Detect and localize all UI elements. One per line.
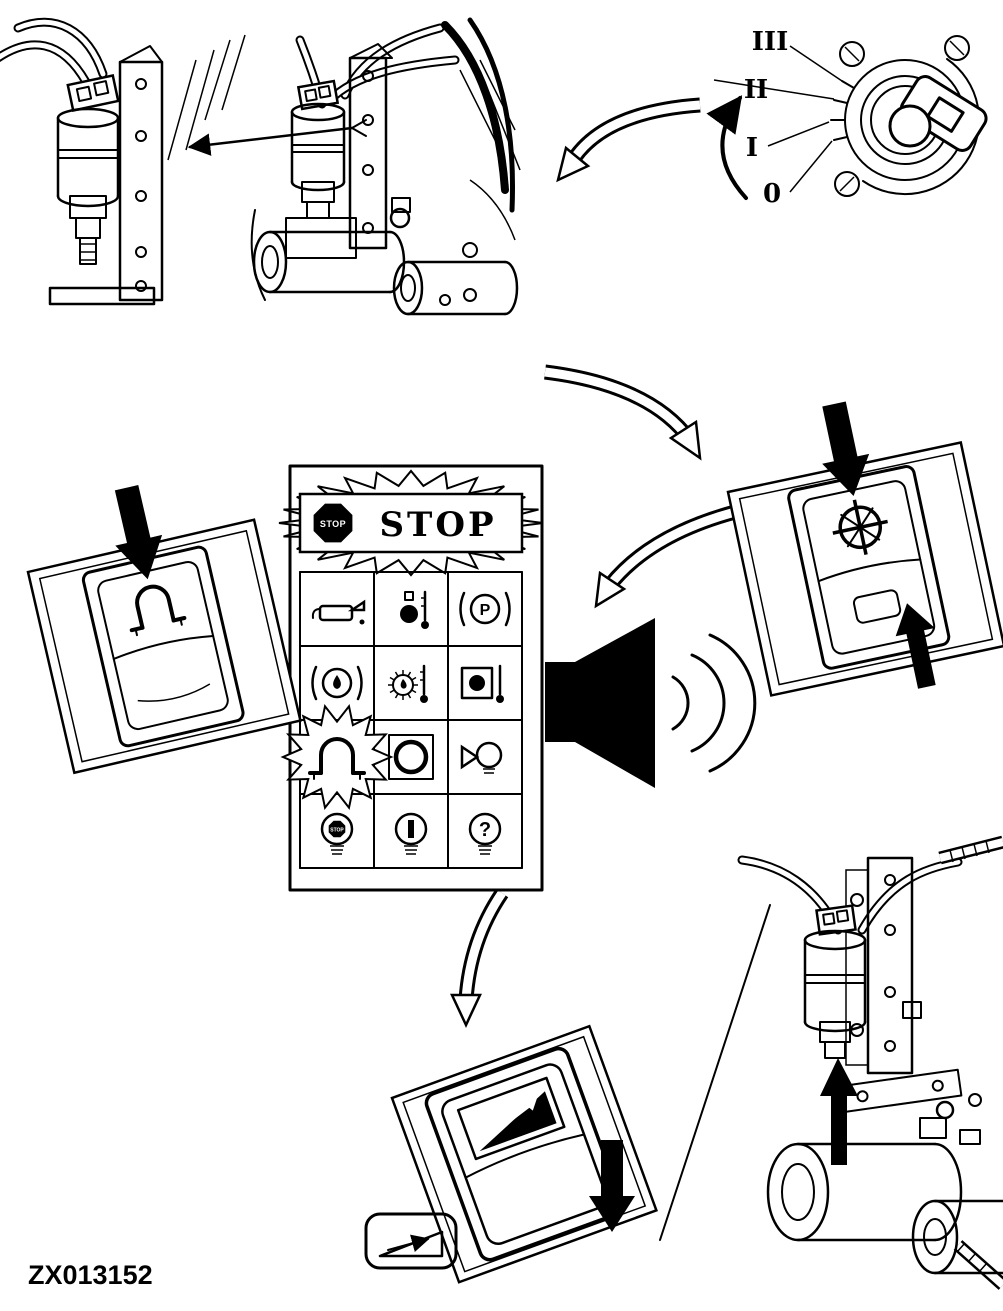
corrugated-hose-icon: [938, 835, 1003, 1290]
right-rocker-switch: [726, 401, 1003, 697]
ramp-button-icon: [378, 1230, 444, 1258]
diff-lock-switch-icon: [832, 499, 888, 556]
warning-display-panel: STOP STOP P: [278, 464, 544, 892]
hydraulic-oil-temperature-indicator: [388, 664, 428, 703]
hitch-indicator: [308, 737, 366, 780]
brake-fluid-indicator: [311, 665, 363, 701]
stop-lamp-indicator: STOP: [320, 812, 354, 855]
key-position-I: I: [746, 133, 758, 163]
stop-octagon-text: STOP: [320, 519, 346, 529]
stop-banner-title: STOP: [379, 505, 496, 545]
sound-waves-icon: [671, 633, 757, 773]
key-icon: [899, 75, 988, 152]
key-position-III: III: [752, 27, 789, 57]
key-switch: III II I 0: [706, 27, 988, 209]
question-lamp-text: ?: [479, 819, 491, 841]
flow-arrow-to-right-switch: [544, 364, 702, 461]
solenoid-valve-removed: [0, 17, 215, 306]
removal-arrow: [187, 119, 367, 156]
question-lamp-indicator: ?: [468, 812, 502, 855]
coolant-temperature-indicator: [400, 590, 429, 629]
solenoid-valve-install: [659, 835, 1003, 1290]
transmission-oil-temperature-indicator: [460, 664, 504, 703]
key-position-II: II: [744, 75, 768, 105]
key-turn-arrow: [706, 95, 748, 200]
flow-arrow-panel-to-bottom-switch: [450, 888, 509, 1028]
flow-arrow-switch-to-panel: [594, 504, 737, 609]
bottom-rocker-switch: [390, 1024, 658, 1284]
install-up-arrow-icon: [820, 1058, 858, 1165]
press-down-arrow-icon: [114, 484, 163, 580]
ramp-switch-icon: [456, 1076, 566, 1161]
press-down-arrow-icon: [589, 1140, 635, 1232]
left-rocker-switch: [26, 484, 302, 775]
parking-brake-letter: P: [480, 602, 491, 619]
pto-indicator: [388, 734, 434, 780]
key-position-0: 0: [763, 179, 781, 209]
air-filter-indicator: [460, 741, 503, 774]
press-down-arrow-icon: [822, 401, 870, 496]
stop-octagon-icon: STOP: [313, 503, 353, 543]
hitch-switch-icon: [129, 584, 187, 637]
engine-oil-pressure-indicator: [311, 599, 366, 625]
flow-arrow-key-to-valve: [556, 97, 701, 183]
hitch-indicator-flash: [280, 703, 394, 811]
parking-brake-indicator: P: [459, 591, 511, 627]
figure-code: ZX013152: [28, 1260, 153, 1290]
power-lamp-indicator: [394, 812, 428, 855]
press-up-arrow-icon: [895, 603, 936, 689]
alarm-horn-icon: [545, 618, 757, 788]
ramp-button: [364, 1212, 458, 1270]
stop-lamp-text: STOP: [330, 828, 344, 834]
solenoid-valve-installed: [204, 17, 521, 316]
